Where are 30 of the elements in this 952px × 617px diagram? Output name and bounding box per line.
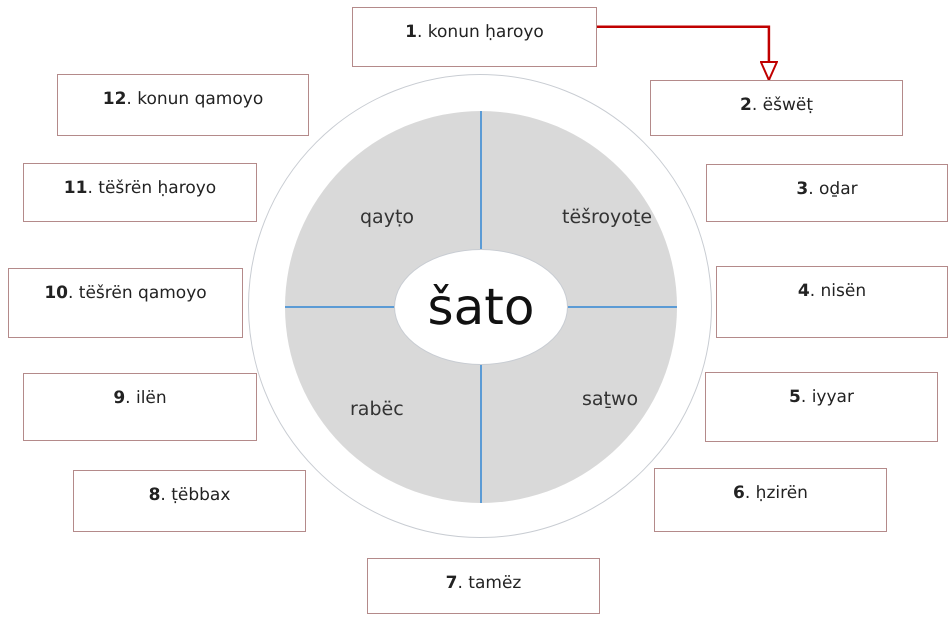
month-box [57, 74, 309, 136]
month-label: 10. tëšrën qamoyo [44, 283, 207, 303]
sector-label: rabëc [350, 398, 404, 420]
month-box [654, 468, 887, 532]
month-box [8, 268, 243, 338]
month-box [650, 80, 903, 136]
center-label: šato [428, 278, 534, 336]
month-label: 2. ëšwëṭ [740, 95, 813, 115]
month-label: 12. konun qamoyo [102, 89, 264, 109]
month-box [73, 470, 306, 532]
sector-label: saṯwo [582, 388, 638, 410]
month-box [23, 163, 257, 222]
month-box [716, 266, 948, 338]
month-label: 7. tamëz [446, 573, 522, 593]
month-label: 6. ḥzirën [733, 483, 808, 503]
sector-label: qayṭo [360, 206, 414, 228]
month-label: 11. tëšrën ḥaroyo [64, 178, 216, 198]
month-box [705, 372, 938, 442]
month-box [23, 373, 257, 441]
month-box [367, 558, 600, 614]
month-box [352, 7, 597, 67]
month-box [706, 164, 948, 222]
month-label: 4. nisën [798, 281, 866, 301]
month-label: 8. ṭëbbax [148, 485, 230, 505]
month-label: 3. oḏar [796, 179, 858, 199]
month-label: 5. iyyar [789, 387, 854, 407]
arrow [597, 26, 778, 81]
sector-label: tëšroyoṯe [562, 206, 652, 228]
month-label: 1. konun ḥaroyo [405, 22, 544, 42]
month-label: 9. ilën [113, 388, 167, 408]
